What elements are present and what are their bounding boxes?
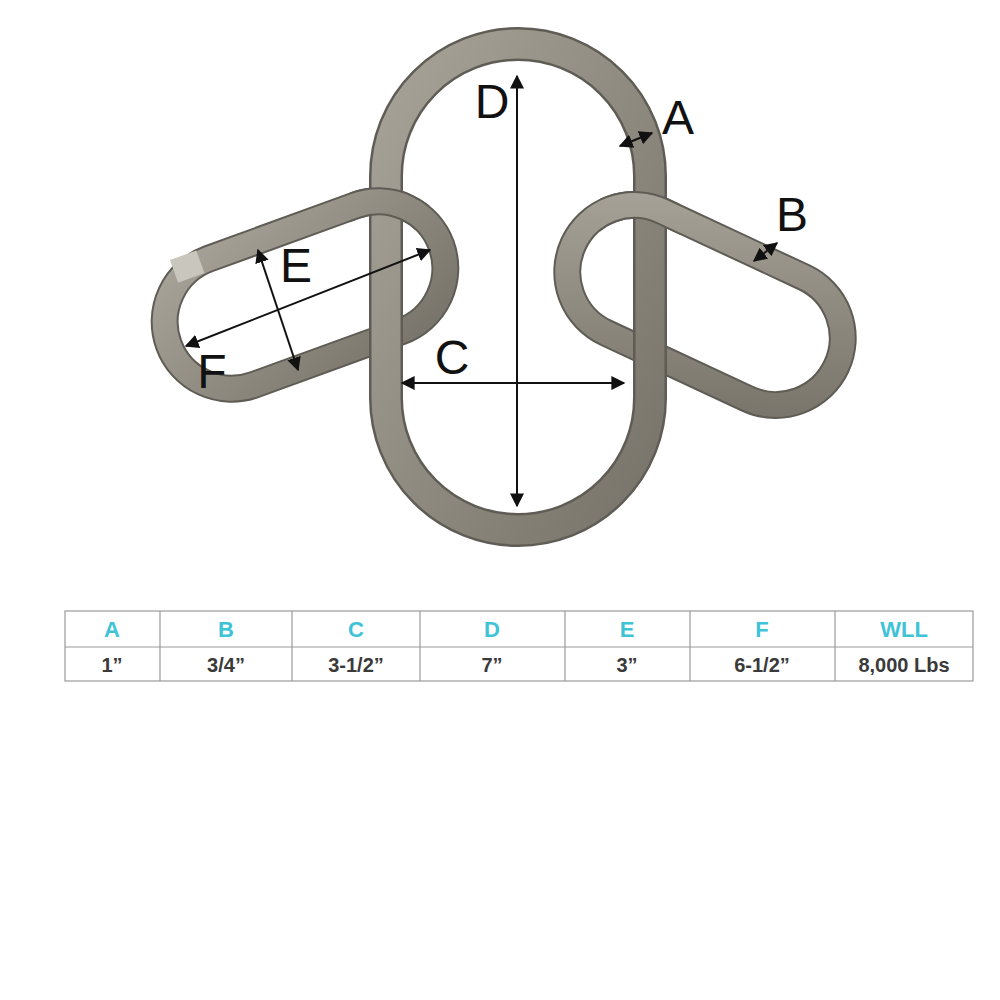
table-cell: 1” — [101, 655, 122, 675]
dimension-letter: F — [197, 348, 226, 396]
table-header: E — [620, 619, 635, 641]
table-header: C — [348, 619, 364, 641]
dimension-letter: E — [280, 242, 312, 290]
sub-link-right — [545, 183, 864, 427]
table-header: D — [484, 619, 500, 641]
table-cell: 3/4” — [207, 655, 245, 675]
table-cell: 6-1/2” — [734, 655, 790, 675]
table-cell: 7” — [481, 655, 502, 675]
dimension-letter: D — [475, 78, 510, 126]
dimension-letter: C — [435, 334, 470, 382]
table-header: B — [218, 619, 234, 641]
table-cell: 3-1/2” — [328, 655, 384, 675]
table-cell: 3” — [616, 655, 637, 675]
table-header: A — [104, 619, 120, 641]
sub-link-left-overlap — [350, 182, 430, 230]
sub-link-right-overlap — [600, 183, 680, 235]
table-header: F — [755, 619, 768, 641]
dimension-letter: B — [776, 191, 808, 239]
sub-link-left — [142, 171, 464, 407]
dimension-letter: A — [662, 94, 694, 142]
table-cell: 8,000 Lbs — [858, 655, 949, 675]
dimension-lines — [186, 76, 777, 506]
spec-table-grid — [65, 611, 973, 681]
table-header: WLL — [880, 619, 928, 641]
master-link — [386, 44, 650, 530]
